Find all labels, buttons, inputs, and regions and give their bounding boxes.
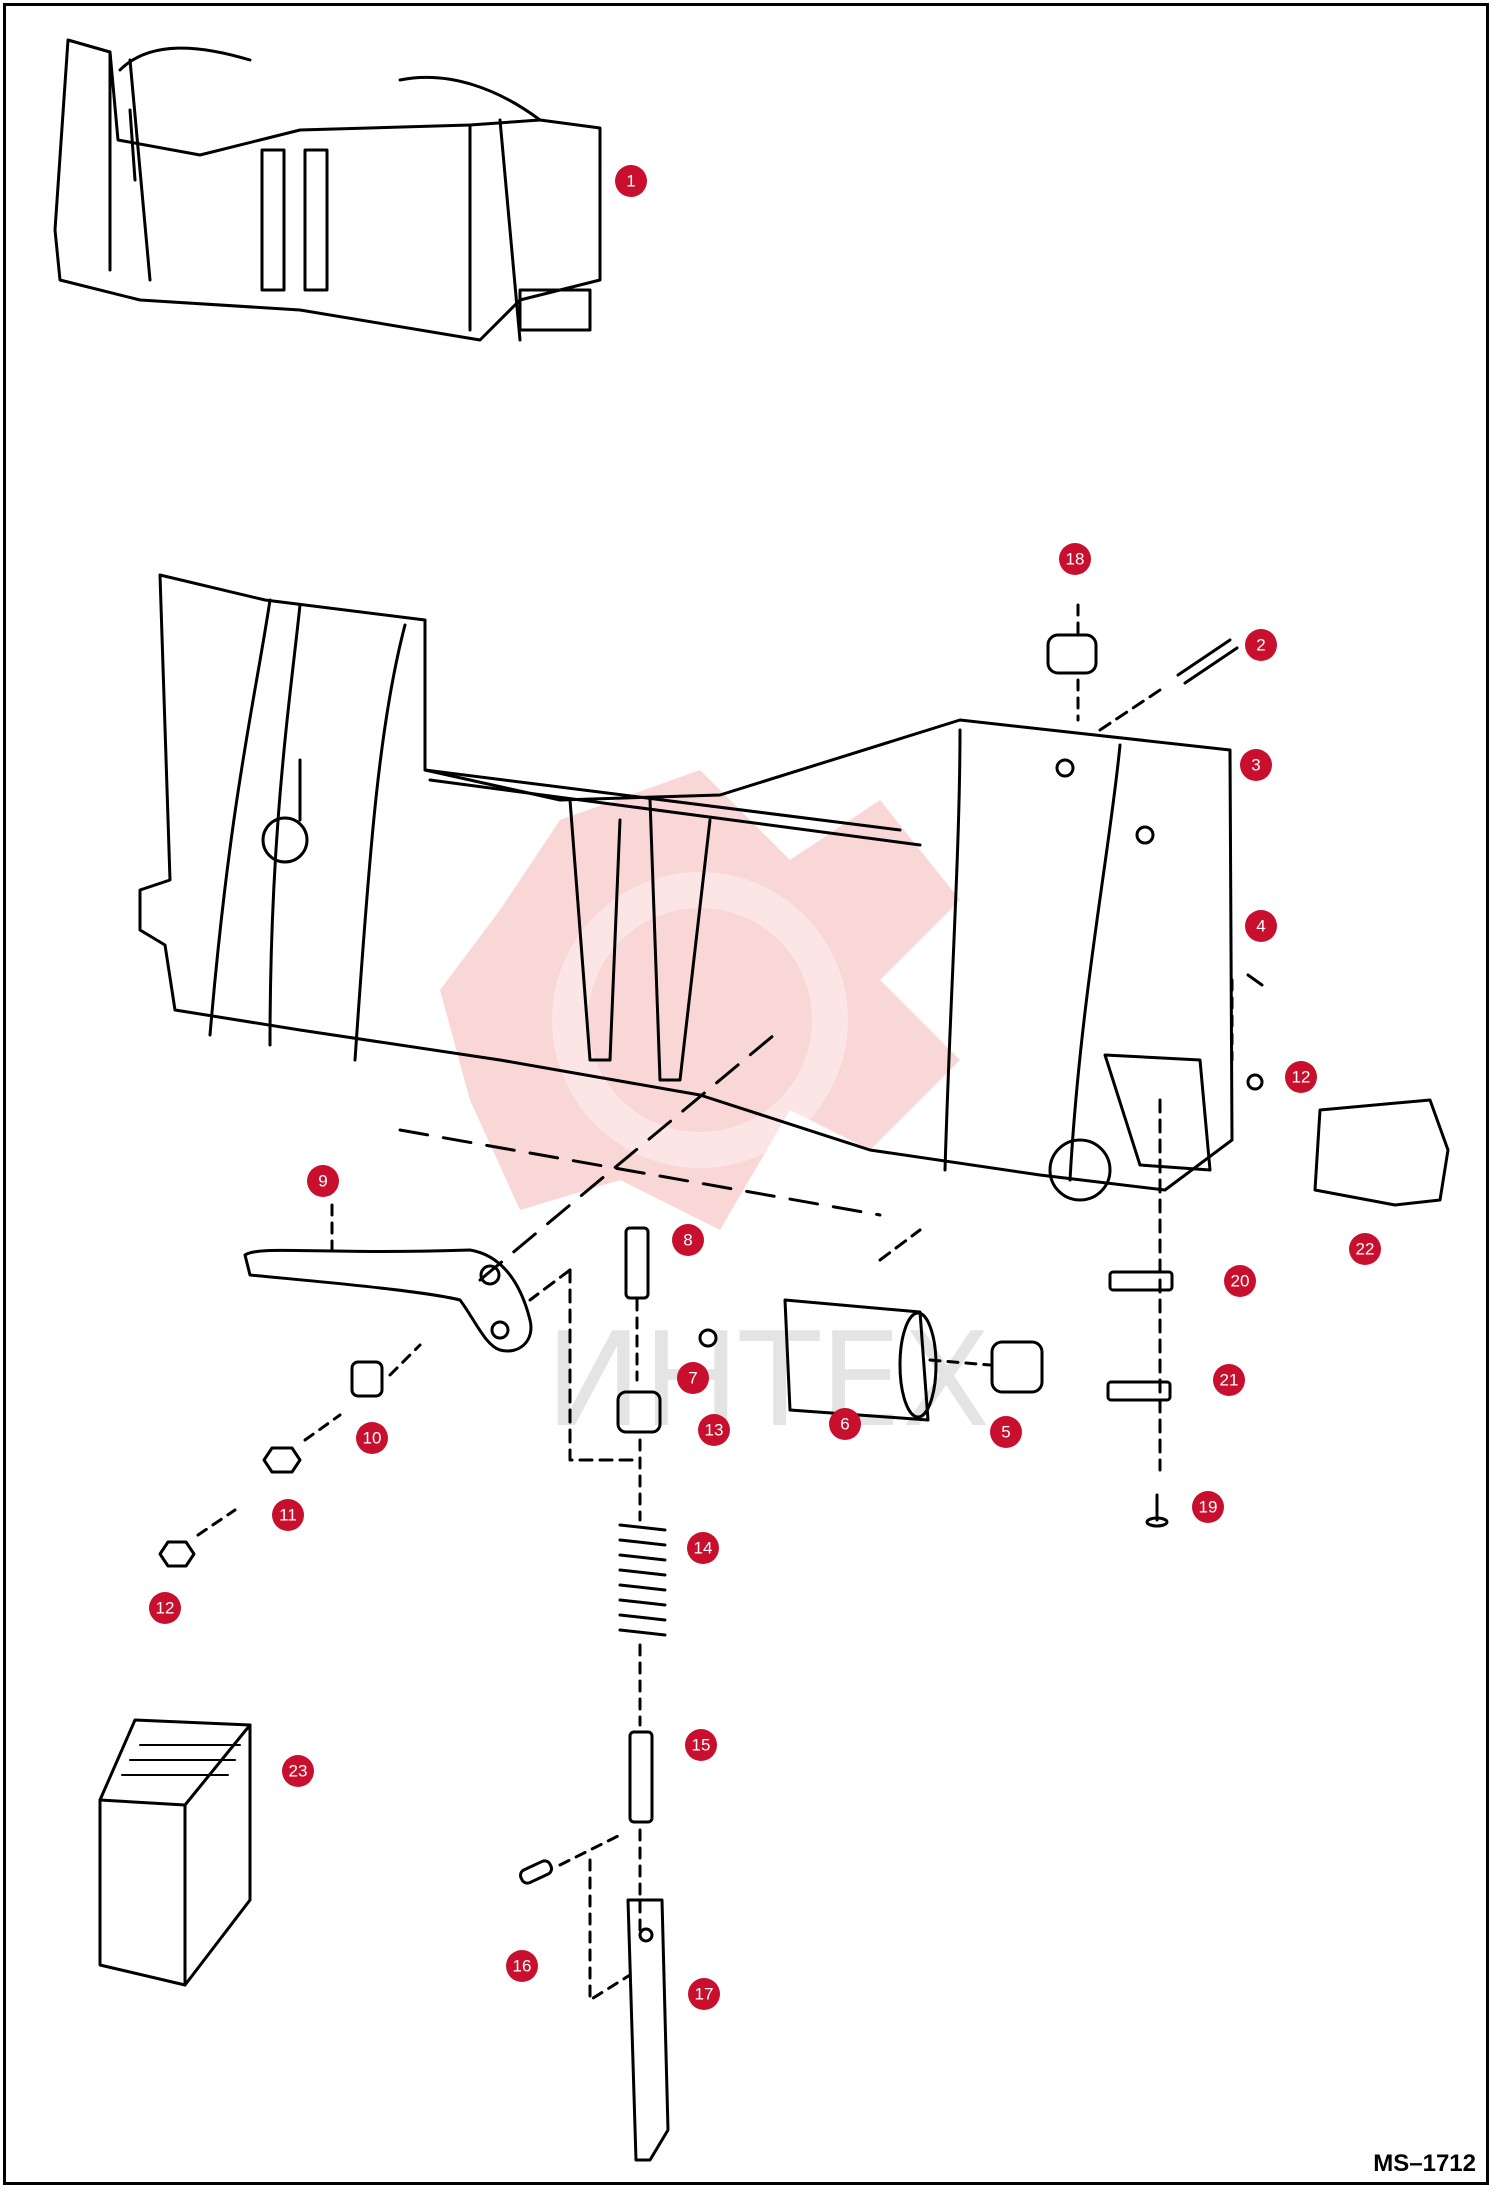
callout-2: 2 [1245, 629, 1277, 661]
callout-6-label: 6 [840, 1415, 849, 1434]
callout-22: 22 [1349, 1233, 1381, 1265]
part-12-nut-right [1246, 1073, 1264, 1091]
callout-10: 10 [356, 1422, 388, 1454]
callout-20: 20 [1224, 1265, 1256, 1297]
callout-23: 23 [282, 1755, 314, 1787]
callout-5-label: 5 [1001, 1423, 1010, 1442]
callout-8-label: 8 [683, 1231, 692, 1250]
part-11-nut [262, 1413, 342, 1474]
part-2-bolt [1098, 638, 1239, 732]
callout-10-label: 10 [363, 1429, 382, 1448]
part-12-nut-left [158, 1508, 237, 1568]
callout-19-label: 19 [1199, 1498, 1218, 1517]
part-4-bolt [1230, 973, 1264, 1062]
callout-14: 14 [687, 1532, 719, 1564]
watermark-logo [440, 770, 960, 1230]
callout-7-label: 7 [688, 1369, 697, 1388]
callout-14-label: 14 [694, 1539, 713, 1558]
callout-17: 17 [688, 1978, 720, 2010]
part-6-tube [783, 1228, 938, 1422]
callout-3-label: 3 [1251, 756, 1260, 775]
callout-12-right-label: 12 [1292, 1068, 1311, 1087]
callout-13: 13 [698, 1414, 730, 1446]
callout-16-label: 16 [513, 1957, 532, 1976]
part-7-nut [698, 1328, 718, 1348]
callout-5: 5 [990, 1416, 1022, 1448]
callout-22-label: 22 [1356, 1240, 1375, 1259]
callout-2-label: 2 [1256, 636, 1265, 655]
callout-16: 16 [506, 1950, 538, 1982]
drawing-code: MS–1712 [1373, 2150, 1476, 2177]
main-attachment-frame [138, 573, 1234, 1282]
callout-18: 18 [1059, 543, 1091, 575]
overview-attachment-plate [53, 38, 602, 342]
callout-11-label: 11 [279, 1506, 297, 1525]
callout-12-right: 12 [1285, 1061, 1317, 1093]
part-20-plate [1108, 1270, 1174, 1292]
callout-19: 19 [1192, 1491, 1224, 1523]
part-16-roll-pin [519, 1833, 632, 2002]
callout-13-label: 13 [705, 1421, 724, 1440]
callout-20-label: 20 [1231, 1272, 1250, 1291]
callout-12-left: 12 [149, 1592, 181, 1624]
callout-17-label: 17 [695, 1985, 714, 2004]
callouts: 1 2 3 4 5 6 7 8 9 10 11 [149, 165, 1381, 2010]
part-17-handle [626, 1898, 670, 2162]
callout-3: 3 [1240, 749, 1272, 781]
callout-8: 8 [672, 1224, 704, 1256]
callout-4-label: 4 [1256, 917, 1265, 936]
part-19-screw [1145, 1493, 1169, 1528]
part-9-lever [243, 1203, 533, 1353]
part-13-block [528, 1268, 662, 1462]
part-15-rod [628, 1730, 654, 1932]
callout-21-label: 21 [1220, 1371, 1239, 1390]
watermark-ring [552, 872, 848, 1168]
part-23-decal-box [98, 1718, 252, 1987]
callout-6: 6 [829, 1408, 861, 1440]
part-5-bushing [928, 1340, 1044, 1394]
callout-21: 21 [1213, 1364, 1245, 1396]
part-22-cover [1313, 1098, 1450, 1207]
diagram-frame [3, 3, 1489, 2185]
callout-1: 1 [615, 165, 647, 197]
callout-9-label: 9 [318, 1172, 327, 1191]
callout-15-label: 15 [692, 1736, 711, 1755]
callout-1-label: 1 [626, 172, 635, 191]
part-14-spring [618, 1438, 667, 1727]
callout-4: 4 [1245, 910, 1277, 942]
callout-11: 11 [272, 1499, 304, 1531]
part-21-plate [1106, 1380, 1172, 1402]
part-10-spring [350, 1343, 422, 1398]
callout-12-left-label: 12 [156, 1599, 175, 1618]
callout-15: 15 [685, 1729, 717, 1761]
callout-7: 7 [677, 1362, 709, 1394]
part-8-pin [624, 1226, 650, 1382]
callout-18-label: 18 [1066, 550, 1085, 569]
callout-9: 9 [307, 1165, 339, 1197]
part-18-bushing [1046, 603, 1098, 722]
callout-23-label: 23 [289, 1762, 308, 1781]
